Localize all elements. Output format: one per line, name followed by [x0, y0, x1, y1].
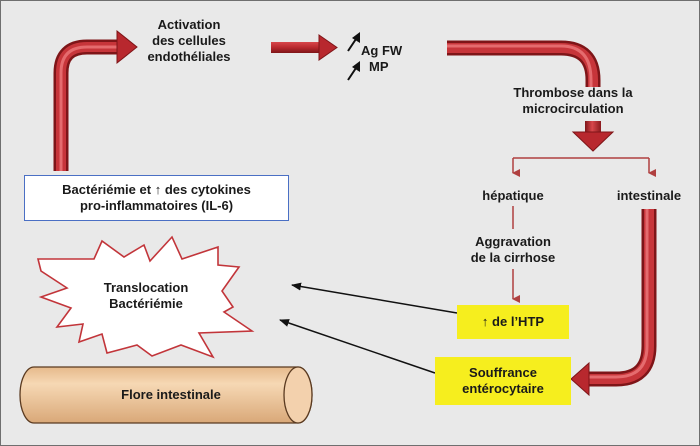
bacteriemie-line-1-after: des cytokines — [164, 182, 251, 197]
arrow-thrombose-down — [571, 121, 615, 152]
node-thrombose: Thrombose dans la microcirculation — [503, 85, 643, 117]
arrow-activation-to-agfw — [271, 34, 338, 61]
node-souffrance-box: Souffrance entérocytaire — [435, 357, 571, 405]
arrow-box-to-activation — [53, 29, 138, 171]
node-bacteriemie-box: Bactériémie et ↑ des cytokines pro-infla… — [24, 175, 289, 221]
arrow-agfw-to-thrombose — [447, 40, 601, 87]
htp-label: de l’HTP — [492, 314, 545, 329]
node-htp-box: ↑ de l’HTP — [457, 305, 569, 339]
bacteriemie-line-2: pro-inflammatoires (IL-6) — [79, 198, 234, 213]
node-translocation: Translocation Bactériémie — [91, 280, 201, 312]
souffrance-line-2: entérocytaire — [462, 381, 544, 396]
node-intestinale: intestinale — [616, 188, 682, 203]
up-arrow-icon: ↑ — [481, 314, 489, 329]
node-flore-intestinale: Flore intestinale — [121, 387, 221, 402]
bacteriemie-line-1-before: Bactériémie et — [62, 182, 152, 197]
node-ag-fw: Ag FW — [361, 43, 403, 58]
up-arrow-icon: ↑ — [154, 182, 162, 197]
aggravation-line-1: Aggravation — [475, 234, 551, 249]
translocation-line-2: Bactériémie — [109, 296, 183, 311]
node-aggravation: Aggravation de la cirrhose — [457, 234, 569, 266]
activation-line-3: endothéliales — [147, 49, 231, 64]
arrow-souffrance-to-translocation — [279, 319, 436, 374]
activation-line-2: des cellules — [152, 33, 226, 48]
up-right-arrow-icon — [347, 32, 360, 52]
souffrance-line-1: Souffrance — [469, 365, 537, 380]
thrombose-line-2: microcirculation — [522, 101, 624, 116]
aggravation-line-2: de la cirrhose — [470, 250, 556, 265]
cylinder-shape — [19, 366, 313, 424]
node-hepatique: hépatique — [482, 188, 544, 203]
activation-line-1: Activation — [157, 17, 221, 32]
starburst-shape — [36, 235, 255, 359]
node-activation: Activation des cellules endothéliales — [129, 17, 249, 65]
thrombose-line-1: Thrombose dans la — [513, 85, 633, 100]
translocation-line-1: Translocation — [103, 280, 189, 295]
arrow-htp-to-translocation — [291, 282, 458, 314]
up-right-arrow-icon — [347, 61, 360, 81]
arrow-intestinale-to-souffrance — [570, 209, 657, 397]
node-mp: MP — [369, 59, 389, 74]
branch-connector — [512, 157, 656, 177]
